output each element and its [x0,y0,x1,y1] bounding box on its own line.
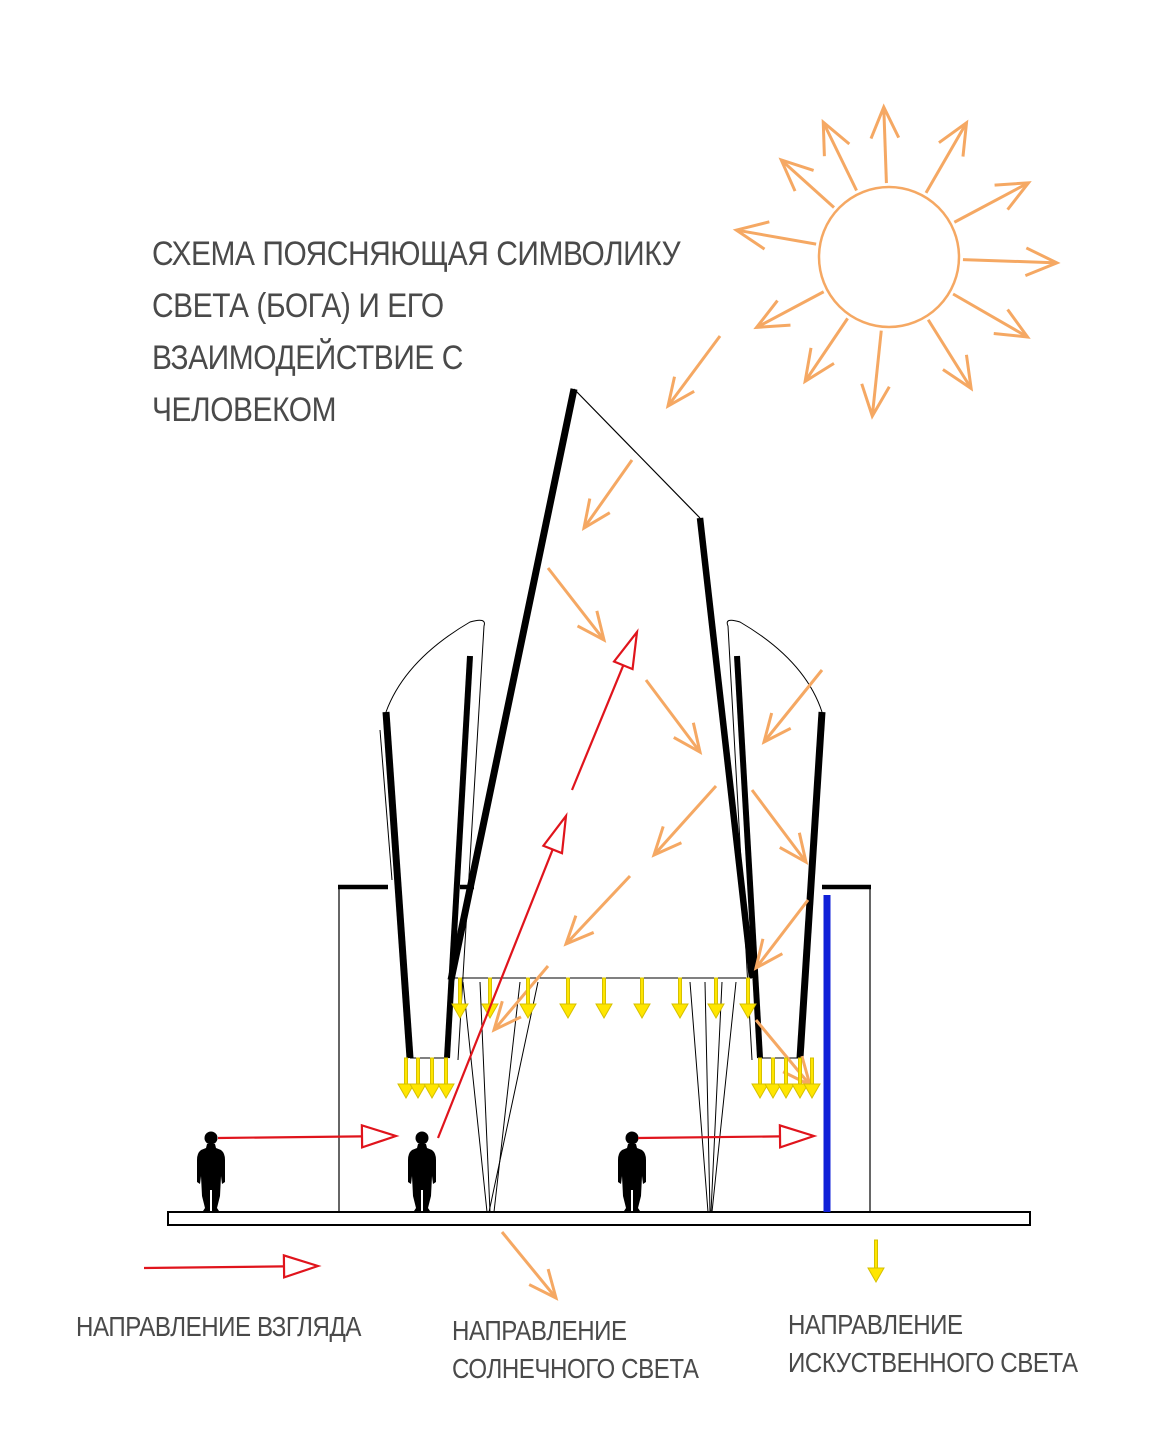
legend-line: СОЛНЕЧНОГО СВЕТА [452,1353,699,1384]
sun-rays [732,103,1061,420]
sun-ray-arrow [924,119,969,194]
artificial-light-arrow [451,977,469,1020]
sun-disc [817,185,961,329]
sun-ray-arrow [962,246,1061,278]
central-spire [447,388,756,981]
artificial-light-arrow [777,1057,795,1100]
title-line: СХЕМА ПОЯСНЯЮЩАЯ СИМВОЛИКУ [152,235,681,273]
people [197,1131,646,1211]
legend-gaze-label: НАПРАВЛЕНИЕ ВЗГЛЯДА [76,1308,361,1346]
legend-symbols [143,1239,885,1284]
artificial-light-arrow [519,977,537,1020]
title-line: СВЕТА (БОГА) И ЕГО [152,287,444,325]
sunlight-arrow [651,784,718,858]
artificial-light-arrow [707,977,725,1020]
sun-ray-arrow [803,317,849,385]
artificial-light-arrow [739,977,757,1020]
sun-ray-arrow [732,220,817,251]
legend-line: НАПРАВЛЕНИЕ [788,1309,963,1340]
sun-ray-arrow [952,292,1031,339]
title-line: ЧЕЛОВЕКОМ [152,391,337,429]
legend-line: ИСКУСТВЕННОГО СВЕТА [788,1347,1078,1378]
sunlight-arrow [581,459,634,532]
artificial-light-arrow [423,1057,441,1100]
artificial-light-arrow [409,1057,427,1100]
sunlight-arrow [644,679,703,755]
legend-artificial-arrow [867,1239,885,1284]
sunlight-arrow [500,1231,559,1301]
artificial-light-arrow [633,977,651,1020]
artificial-light-arrow [803,1057,821,1100]
person-figure [408,1131,436,1211]
artificial-light-arrow [397,1057,415,1100]
sunlight-arrow [563,874,632,947]
ground-slab [167,1211,1031,1226]
sun-ray-arrow [778,157,836,209]
diagram-title: СХЕМА ПОЯСНЯЮЩАЯ СИМВОЛИКУ СВЕТА (БОГА) … [152,228,681,436]
legend-artificial-arrow-icon [867,1239,885,1284]
artificial-light-arrow [595,977,613,1020]
legend-line: НАПРАВЛЕНИЕ ВЗГЛЯДА [76,1311,361,1342]
artificial-light-arrows [397,977,821,1100]
person-figure [618,1131,646,1211]
gaze-arrow [436,812,568,1139]
legend-line: НАПРАВЛЕНИЕ [452,1315,627,1346]
sun-ray-arrow [953,181,1032,224]
sun-ray-arrow [926,318,974,392]
columns [462,981,737,1213]
artificial-light-arrow [437,1057,455,1100]
left-wing [379,619,485,1061]
sun-ray-arrow [860,330,891,420]
sunlight-arrows [491,335,824,1301]
sunlight-arrow [750,789,809,865]
title-line: ВЗАИМОДЕЙСТВИЕ С [152,339,463,377]
artificial-light-arrow [751,1057,769,1100]
legend-gaze-arrow-icon [143,1253,322,1279]
gaze-arrow [217,1123,400,1149]
sun-ray-arrow [821,118,858,192]
sunlight-arrow [491,965,550,1033]
legend-sunlight-label: НАПРАВЛЕНИЕ СОЛНЕЧНОГО СВЕТА [452,1312,699,1388]
building-section [167,388,1031,1226]
artificial-light-arrow [791,1057,809,1100]
person-figure [197,1131,225,1211]
sunlight-arrow [665,335,722,409]
artificial-light-arrow [671,977,689,1020]
sunlight-arrow [753,899,810,971]
sunlight-arrow [546,567,607,643]
artificial-light-arrow [559,977,577,1020]
gaze-arrow [637,1123,818,1149]
side-walls [338,887,871,1212]
sunlight-arrow [761,669,824,745]
sun-ray-arrow [869,103,901,184]
legend-gaze-arrow [143,1253,322,1279]
sun-ray-arrow [753,290,825,330]
sun-icon [732,103,1061,420]
gaze-arrow [570,628,639,791]
legend-artificial-light-label: НАПРАВЛЕНИЕ ИСКУСТВЕННОГО СВЕТА [788,1306,1078,1382]
artificial-light-arrow [481,977,499,1020]
artificial-light-arrow [764,1057,782,1100]
gaze-arrows [217,628,818,1149]
